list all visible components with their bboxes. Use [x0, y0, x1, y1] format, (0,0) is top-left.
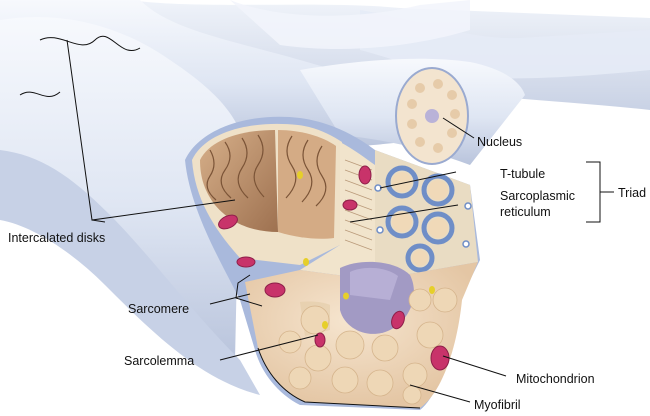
- label-sarcolemma: Sarcolemma: [124, 354, 194, 368]
- leader-mitochondrion: [442, 355, 507, 377]
- label-sarcoplasmic-line1: Sarcoplasmic: [500, 189, 575, 203]
- branch-myofibrils: [407, 79, 460, 153]
- leader-nucleus: [442, 117, 475, 139]
- main-fiber-body: [0, 16, 260, 395]
- intercalated-disk-left: [200, 130, 278, 232]
- label-intercalated-disks: Intercalated disks: [8, 231, 105, 245]
- sr-network: [385, 165, 455, 273]
- leader-sarcoplasmic: [349, 204, 459, 223]
- sarcomere-bracket: [235, 274, 263, 307]
- mitochondria: [218, 165, 450, 371]
- cut-block: [185, 116, 480, 410]
- label-triad: Triad: [618, 186, 646, 200]
- leader-lines: [66, 39, 614, 403]
- label-mitochondrion: Mitochondrion: [516, 372, 595, 386]
- leader-sarcomere: [209, 293, 251, 305]
- triad-bracket: [586, 161, 614, 223]
- label-nucleus: Nucleus: [477, 135, 522, 149]
- upper-branch: [300, 58, 525, 165]
- branch-nucleus: [425, 109, 439, 123]
- labels: Nucleus T-tubule Sarcoplasmic reticulum …: [8, 135, 646, 412]
- leader-t-tubule: [379, 171, 457, 189]
- leader-intercalated: [66, 39, 236, 223]
- t-tubule-openings: [374, 184, 472, 248]
- label-t-tubule: T-tubule: [500, 167, 545, 181]
- lipid-droplets: [297, 171, 435, 329]
- intercalated-disk-right: [278, 130, 336, 239]
- leader-sarcolemma: [219, 334, 319, 361]
- leader-myofibril: [409, 384, 471, 403]
- label-myofibril: Myofibril: [474, 398, 521, 412]
- label-sarcomere: Sarcomere: [128, 302, 189, 316]
- label-sarcoplasmic-line2: reticulum: [500, 205, 551, 219]
